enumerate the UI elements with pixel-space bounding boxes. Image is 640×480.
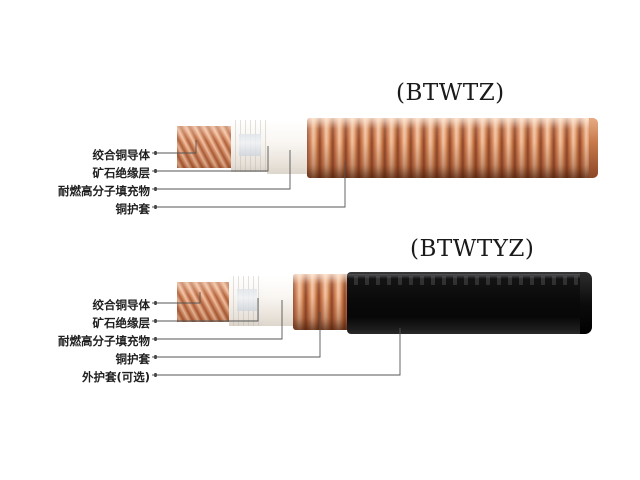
label-text-sheath-lower: 铜护套 bbox=[115, 352, 151, 366]
insulation-core-upper bbox=[239, 134, 261, 156]
label-row-outer-sheath-lower: 外护套(可选) bbox=[0, 366, 160, 384]
label-row-insulation-lower: 矿石绝缘层 bbox=[0, 312, 160, 330]
label-bullet-icon bbox=[153, 319, 157, 323]
label-row-filler-upper: 耐燃高分子填充物 bbox=[0, 180, 160, 198]
label-bullet-icon bbox=[153, 187, 157, 191]
label-row-filler-lower: 耐燃高分子填充物 bbox=[0, 330, 160, 348]
label-bullet-icon bbox=[153, 337, 157, 341]
stranded-copper-conductor-upper bbox=[177, 126, 233, 168]
label-bullet-icon bbox=[153, 205, 157, 209]
copper-sheath-lower bbox=[293, 274, 355, 330]
polymer-filler-upper bbox=[267, 120, 311, 174]
cable-assembly-btwtz bbox=[175, 118, 598, 180]
outer-sheath-optional-lower bbox=[347, 272, 592, 334]
label-bullet-icon bbox=[153, 169, 157, 173]
label-list-btwtz: 绞合铜导体 矿石绝缘层 耐燃高分子填充物 铜护套 bbox=[0, 144, 160, 216]
polymer-filler-lower bbox=[263, 276, 297, 326]
label-text-filler-upper: 耐燃高分子填充物 bbox=[58, 184, 150, 198]
label-bullet-icon bbox=[153, 301, 157, 305]
label-bullet-icon bbox=[153, 373, 157, 377]
stranded-copper-conductor-lower bbox=[177, 282, 231, 322]
insulation-core-lower bbox=[237, 289, 257, 311]
label-text-insulation-lower: 矿石绝缘层 bbox=[92, 316, 151, 330]
copper-sheath-shading-upper bbox=[307, 118, 595, 178]
label-text-filler-lower: 耐燃高分子填充物 bbox=[58, 334, 150, 348]
cable-title-btwtyz: (BTWTYZ) bbox=[410, 236, 535, 262]
label-text-insulation-upper: 矿石绝缘层 bbox=[92, 166, 151, 180]
mineral-insulation-upper bbox=[231, 120, 269, 172]
label-row-conductor-lower: 绞合铜导体 bbox=[0, 294, 160, 312]
label-row-sheath-upper: 铜护套 bbox=[0, 198, 160, 216]
label-text-outer-sheath-lower: 外护套(可选) bbox=[81, 370, 150, 384]
label-bullet-icon bbox=[153, 151, 157, 155]
copper-sheath-shading-lower bbox=[293, 274, 355, 330]
label-row-conductor-upper: 绞合铜导体 bbox=[0, 144, 160, 162]
outer-sheath-gloss bbox=[347, 274, 590, 279]
cable-assembly-btwtyz bbox=[175, 272, 595, 338]
copper-sheath-upper bbox=[307, 118, 598, 178]
label-bullet-icon bbox=[153, 355, 157, 359]
cable-title-btwtz: (BTWTZ) bbox=[396, 80, 505, 106]
label-row-insulation-upper: 矿石绝缘层 bbox=[0, 162, 160, 180]
label-text-conductor-lower: 绞合铜导体 bbox=[92, 298, 151, 312]
label-list-btwtyz: 绞合铜导体 矿石绝缘层 耐燃高分子填充物 铜护套 外护套(可选) bbox=[0, 294, 160, 384]
outer-sheath-end-cap bbox=[580, 272, 592, 334]
label-text-conductor-upper: 绞合铜导体 bbox=[92, 148, 151, 162]
label-text-sheath-upper: 铜护套 bbox=[115, 202, 151, 216]
label-row-sheath-lower: 铜护套 bbox=[0, 348, 160, 366]
outer-sheath-ribs bbox=[347, 276, 590, 285]
mineral-insulation-lower bbox=[229, 276, 265, 326]
copper-sheath-end-cap-upper bbox=[589, 118, 598, 178]
